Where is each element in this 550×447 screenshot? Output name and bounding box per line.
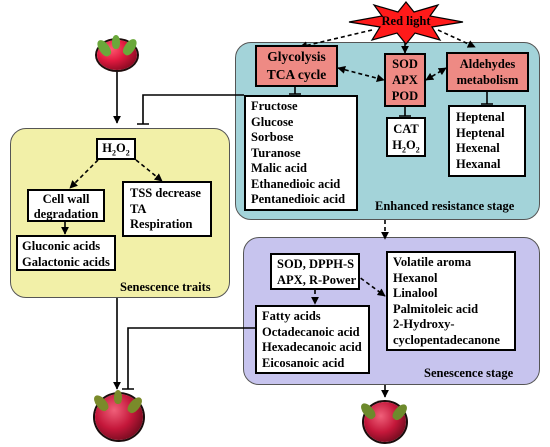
fatty-acids-box: Fatty acids Octadecanoic acid Hexadecano… bbox=[255, 305, 370, 374]
resistance-stage-label: Enhanced resistance stage bbox=[375, 199, 515, 213]
list-item: Hexanol bbox=[393, 270, 438, 285]
arrow-h2o2-to-tss bbox=[135, 159, 163, 182]
h2o2-label: H2O2 bbox=[102, 141, 130, 158]
cell-wall-box: Cell wall degradation bbox=[27, 189, 105, 222]
apx-label: APX bbox=[392, 73, 418, 87]
tca-cycle-label: TCA cycle bbox=[266, 67, 327, 82]
fatty-acids-heading: Fatty acids bbox=[262, 309, 321, 323]
arrow-light-to-glycolysis bbox=[299, 29, 373, 50]
metabolism-label: metabolism bbox=[456, 73, 519, 87]
cell-wall-label: Cell wall bbox=[42, 192, 90, 206]
red-light-label: Red light bbox=[381, 14, 431, 28]
volatile-aroma-box: Volatile aroma Hexanol Linalool Palmitol… bbox=[386, 251, 516, 351]
gluconic-label: Gluconic acids bbox=[22, 239, 101, 253]
sod-label: SOD bbox=[392, 57, 418, 71]
arrow-antioxidant-aldehydes bbox=[425, 67, 447, 81]
gluconic-box: Gluconic acids Galactonic acids bbox=[16, 235, 116, 271]
list-item: cyclopentadecanone bbox=[393, 332, 500, 347]
list-item: 2-Hydroxy- bbox=[393, 317, 455, 331]
inhibit-aldehydes-to-list bbox=[481, 92, 493, 105]
list-item: Octadecanoic acid bbox=[262, 324, 360, 339]
inhibit-fatty-to-fruit-path bbox=[122, 327, 255, 390]
sod-dpph-label: SOD, DPPH-S bbox=[277, 257, 355, 271]
inhibit-antioxidant-to-cat bbox=[399, 106, 411, 117]
inhibit-resistance-to-h2o2 bbox=[137, 94, 244, 125]
list-item: Ethanedioic acid bbox=[251, 176, 341, 191]
list-item: Hexanal bbox=[456, 156, 501, 171]
tss-label: TSS decrease bbox=[130, 186, 201, 200]
degradation-label: degradation bbox=[33, 206, 99, 221]
aldehydes-metabolism-box: Aldehydes metabolism bbox=[446, 52, 529, 92]
list-item: Volatile aroma bbox=[393, 255, 472, 269]
tss-box: TSS decrease TA Respiration bbox=[122, 181, 212, 237]
arrow-sod-to-volatile bbox=[354, 273, 386, 297]
sod-dpph-box: SOD, DPPH-S APX, R-Power bbox=[270, 253, 360, 290]
list-item: Turanose bbox=[251, 145, 301, 160]
fresh-dragon-fruit-image bbox=[94, 35, 140, 72]
list-item: Eicosanoic acid bbox=[262, 355, 345, 370]
list-item: Pentanedioic acid bbox=[251, 192, 346, 206]
list-item: Fructose bbox=[251, 99, 298, 113]
antioxidant-enzyme-box: SOD APX POD bbox=[384, 53, 426, 107]
cat-label: CAT bbox=[393, 122, 419, 136]
list-item: Glucose bbox=[251, 114, 294, 129]
pod-label: POD bbox=[391, 89, 419, 103]
list-item: Sorbose bbox=[251, 130, 294, 144]
list-item: Linalool bbox=[393, 286, 438, 300]
list-item: Hexenal bbox=[456, 141, 500, 155]
galactonic-label: Galactonic acids bbox=[22, 254, 110, 269]
decayed-dragon-fruit-right-image bbox=[358, 398, 410, 444]
respiration-label: Respiration bbox=[130, 217, 193, 231]
arrow-glycolysis-antioxidant bbox=[337, 65, 385, 83]
list-item: Heptenal bbox=[456, 125, 505, 140]
cat-h2o2-box: CAT H2O2 bbox=[386, 117, 426, 157]
senescence-stage-label: Senescence stage bbox=[424, 366, 514, 380]
glycolysis-tca-box: Glycolysis TCA cycle bbox=[255, 45, 338, 87]
aldehydes-label: Aldehydes bbox=[459, 57, 516, 71]
list-item: Heptenal bbox=[456, 110, 505, 124]
ta-label: TA bbox=[130, 201, 147, 216]
h2o2-label: H2O2 bbox=[392, 137, 420, 155]
sugars-acids-box: Fructose Glucose Sorbose Turanose Malic … bbox=[244, 95, 358, 211]
senescence-traits-label: Senescence traits bbox=[120, 280, 211, 294]
list-item: Malic acid bbox=[251, 161, 307, 175]
glycolysis-label: Glycolysis bbox=[267, 49, 326, 64]
decayed-dragon-fruit-left-image bbox=[91, 390, 146, 444]
h2o2-box: H2O2 bbox=[96, 138, 136, 160]
arrow-h2o2-to-cellwall bbox=[69, 159, 99, 189]
list-item: Hexadecanoic acid bbox=[262, 340, 362, 354]
inhibit-glycolysis-to-sugars bbox=[289, 86, 301, 95]
list-item: Palmitoleic acid bbox=[393, 301, 479, 316]
apx-rpower-label: APX, R-Power bbox=[277, 272, 357, 287]
aldehydes-list-box: Heptenal Heptenal Hexenal Hexanal bbox=[448, 105, 526, 177]
red-light-star-icon bbox=[348, 1, 464, 45]
